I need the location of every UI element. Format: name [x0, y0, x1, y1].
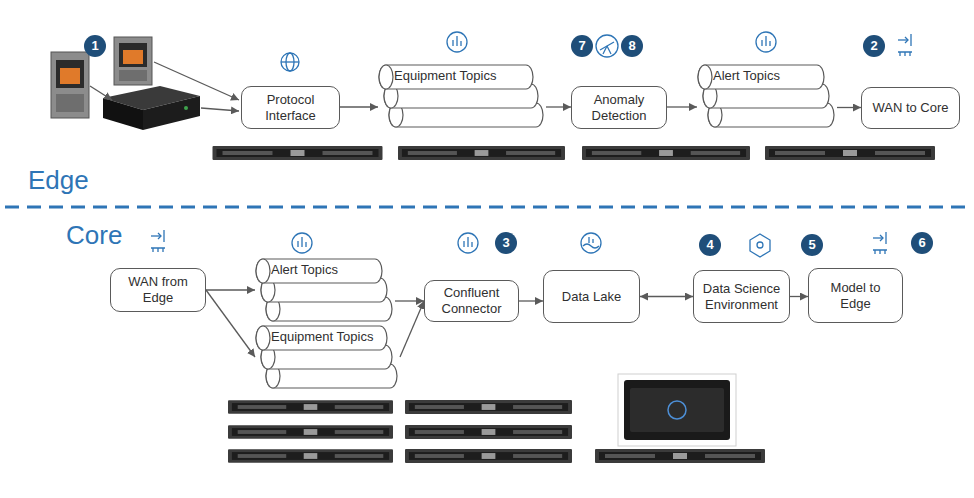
node-label: Data Science Environment [702, 281, 781, 312]
process-box: WAN from Edge [110, 268, 206, 312]
callout-number: 8 [621, 35, 643, 57]
callout-number: 3 [495, 232, 517, 254]
process-box: Data Science Environment [693, 270, 790, 323]
process-box: Confluent Connector [424, 280, 519, 322]
datascience-icon [750, 234, 770, 257]
server-image [405, 449, 572, 463]
node-label: Confluent Connector [433, 285, 510, 316]
input-arrow [90, 86, 112, 100]
server-image [595, 449, 765, 463]
process-box: Protocol Interface [241, 86, 340, 129]
callout-number: 5 [801, 234, 823, 256]
node-label: Alert Topics [271, 258, 338, 282]
wan-icon [898, 34, 912, 56]
region-label: Edge [28, 165, 89, 195]
server-image [765, 146, 935, 160]
furnace-illustration [114, 37, 152, 85]
flow-arrow [667, 106, 697, 107]
server-image [228, 400, 393, 414]
flow-arrow [640, 296, 693, 297]
stream-icon [447, 32, 467, 52]
region-label: Core [66, 220, 122, 250]
node-label: Anomaly Detection [580, 92, 658, 123]
server-image [582, 146, 750, 160]
stream-icon [292, 233, 312, 253]
node-label: WAN from Edge [119, 274, 197, 305]
flow-arrow [519, 300, 543, 301]
process-box: Anomaly Detection [571, 86, 667, 129]
server-image [228, 425, 393, 439]
topic-stack: Alert Topics [697, 64, 837, 128]
furnace-illustration [51, 52, 89, 118]
server-image [398, 146, 565, 160]
process-box: Model to Edge [808, 268, 903, 323]
flow-arrow [546, 106, 571, 107]
telescope-icon [596, 35, 618, 57]
node-label: Equipment Topics [394, 64, 496, 88]
server-image [213, 146, 383, 160]
process-box: Data Lake [543, 270, 640, 323]
flow-arrow [837, 107, 861, 108]
network-icon [281, 53, 299, 71]
wan-icon [873, 232, 887, 254]
stream-icon [756, 32, 776, 52]
node-label: Model to Edge [817, 280, 894, 311]
divider-line [5, 206, 970, 209]
flow-arrow [340, 106, 378, 107]
gateway-box [103, 86, 200, 130]
server-image [405, 400, 572, 414]
callout-number: 4 [699, 234, 721, 256]
flow-arrow [395, 300, 424, 301]
input-arrow [201, 108, 239, 111]
node-label: Equipment Topics [271, 325, 373, 349]
server-image [405, 425, 572, 439]
stream-icon [458, 233, 478, 253]
flow-arrow [400, 301, 424, 357]
callout-number: 1 [84, 35, 106, 57]
topic-stack: Equipment Topics [255, 325, 400, 389]
topic-stack: Equipment Topics [378, 64, 546, 128]
flow-arrow [206, 289, 255, 290]
node-label: WAN to Core [872, 100, 948, 116]
node-label: Protocol Interface [250, 92, 331, 123]
input-arrow [154, 62, 239, 100]
server-image [228, 449, 393, 463]
flow-arrow [206, 290, 255, 357]
flow-arrow [790, 296, 808, 297]
datalake-icon [581, 233, 601, 253]
callout-number: 7 [571, 35, 593, 57]
callout-number: 6 [911, 232, 933, 254]
process-box: WAN to Core [861, 87, 960, 129]
node-label: Alert Topics [713, 64, 780, 88]
callout-number: 2 [863, 35, 885, 57]
node-label: Data Lake [562, 289, 621, 305]
storage-array [618, 374, 736, 446]
wan-icon [151, 230, 165, 252]
topic-stack: Alert Topics [255, 258, 395, 322]
